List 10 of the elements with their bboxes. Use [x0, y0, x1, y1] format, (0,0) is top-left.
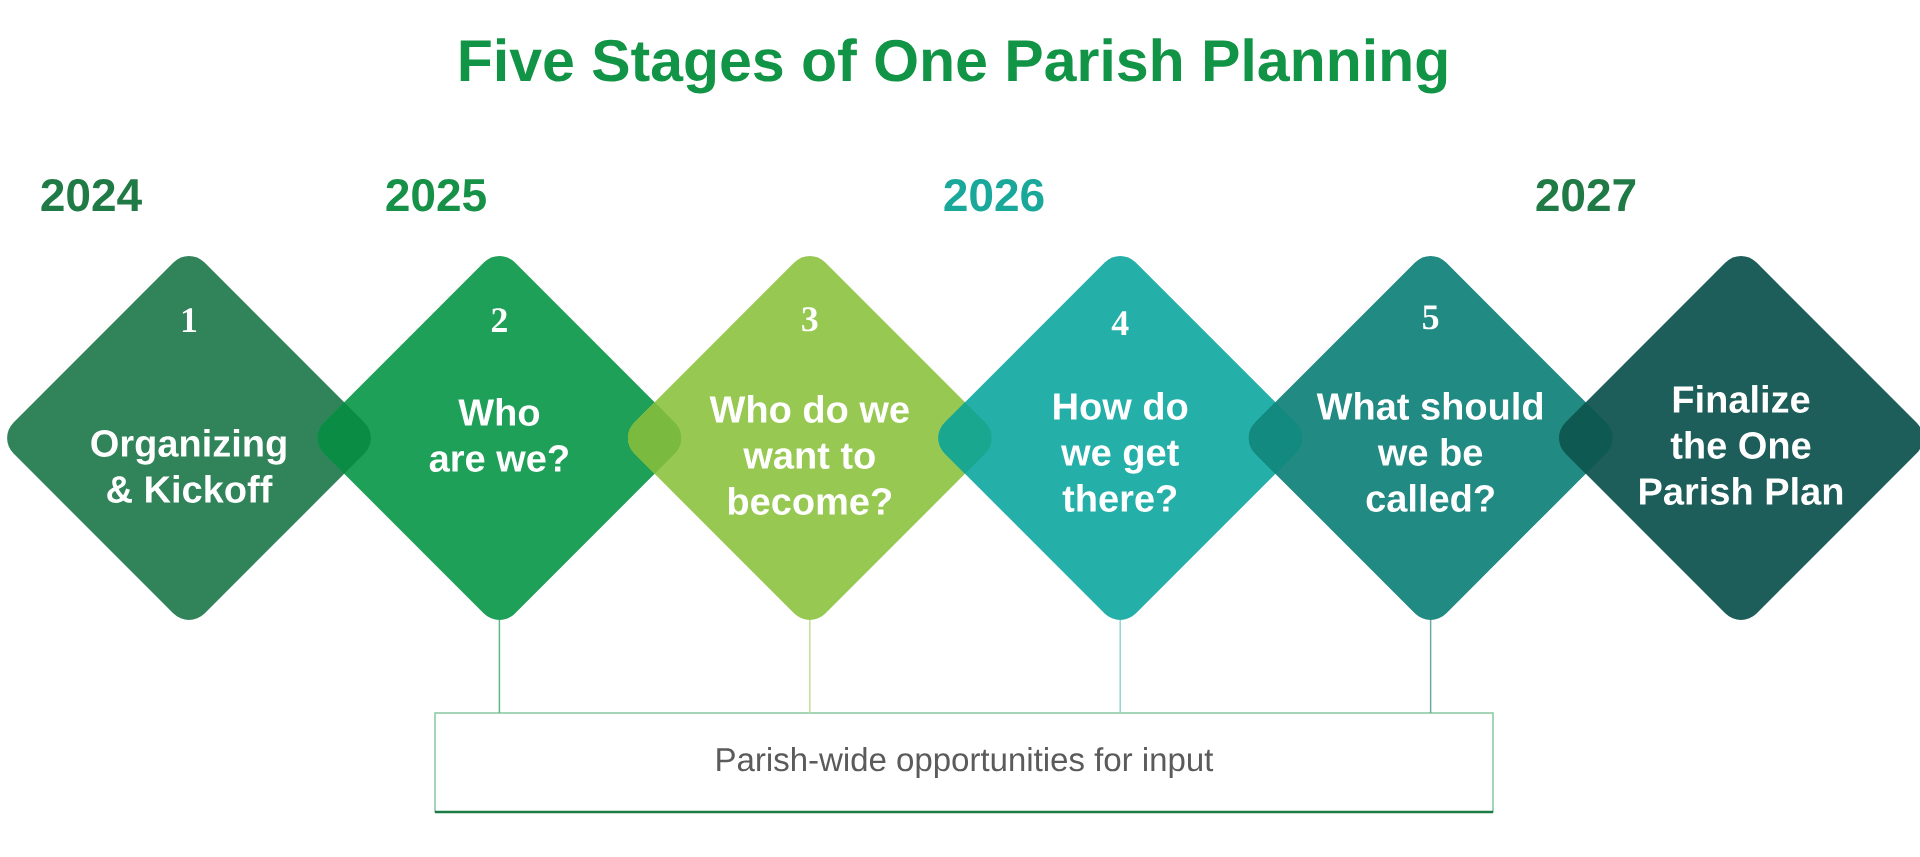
connector-line — [498, 619, 501, 714]
connector-line — [1429, 619, 1432, 714]
connector-line — [1119, 619, 1121, 714]
title: Five Stages of One Parish Planning — [460, 38, 1447, 94]
year-label: 2024 — [41, 178, 142, 212]
year-label: 2025 — [386, 178, 486, 212]
year-label: 2027 — [1536, 178, 1636, 212]
year-label: 2026 — [944, 178, 1044, 212]
input-box: Parish-wide opportunities for input — [434, 712, 1494, 814]
connector-line — [809, 619, 811, 714]
